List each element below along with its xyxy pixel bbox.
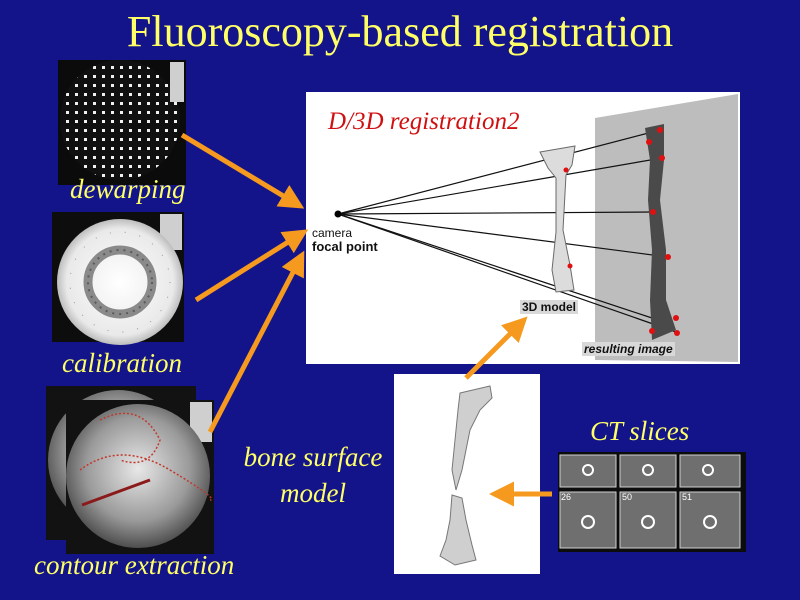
- ct-slice-number: 26: [561, 492, 572, 502]
- process-arrows: [180, 132, 552, 507]
- label-dewarping: dewarping: [70, 174, 186, 204]
- result-label: resulting image: [582, 342, 675, 356]
- dewarping-image: [58, 60, 186, 185]
- slide-title: Fluoroscopy-based registration: [126, 7, 674, 56]
- bone-surface-model-image: [394, 374, 540, 574]
- ct-slice-number: 51: [682, 492, 693, 502]
- label-bone-surface-model-line2: model: [280, 478, 346, 508]
- label-ct-slices: CT slices: [590, 416, 690, 446]
- calibration-image: [52, 212, 184, 345]
- ct-slices-image: [558, 452, 746, 552]
- ct-slice-number: 50: [622, 492, 633, 502]
- model-label: 3D model: [520, 300, 579, 314]
- camera-label-line2: focal point: [312, 239, 378, 254]
- label-calibration: calibration: [62, 348, 182, 378]
- label-contour-extraction: contour extraction: [34, 550, 235, 580]
- contour-extraction-image: [46, 386, 214, 554]
- label-bone-surface-model-line1: bone surface: [243, 442, 383, 472]
- registration-panel-title: D/3D registration2: [328, 108, 520, 135]
- camera-label-line1: camera: [312, 226, 353, 240]
